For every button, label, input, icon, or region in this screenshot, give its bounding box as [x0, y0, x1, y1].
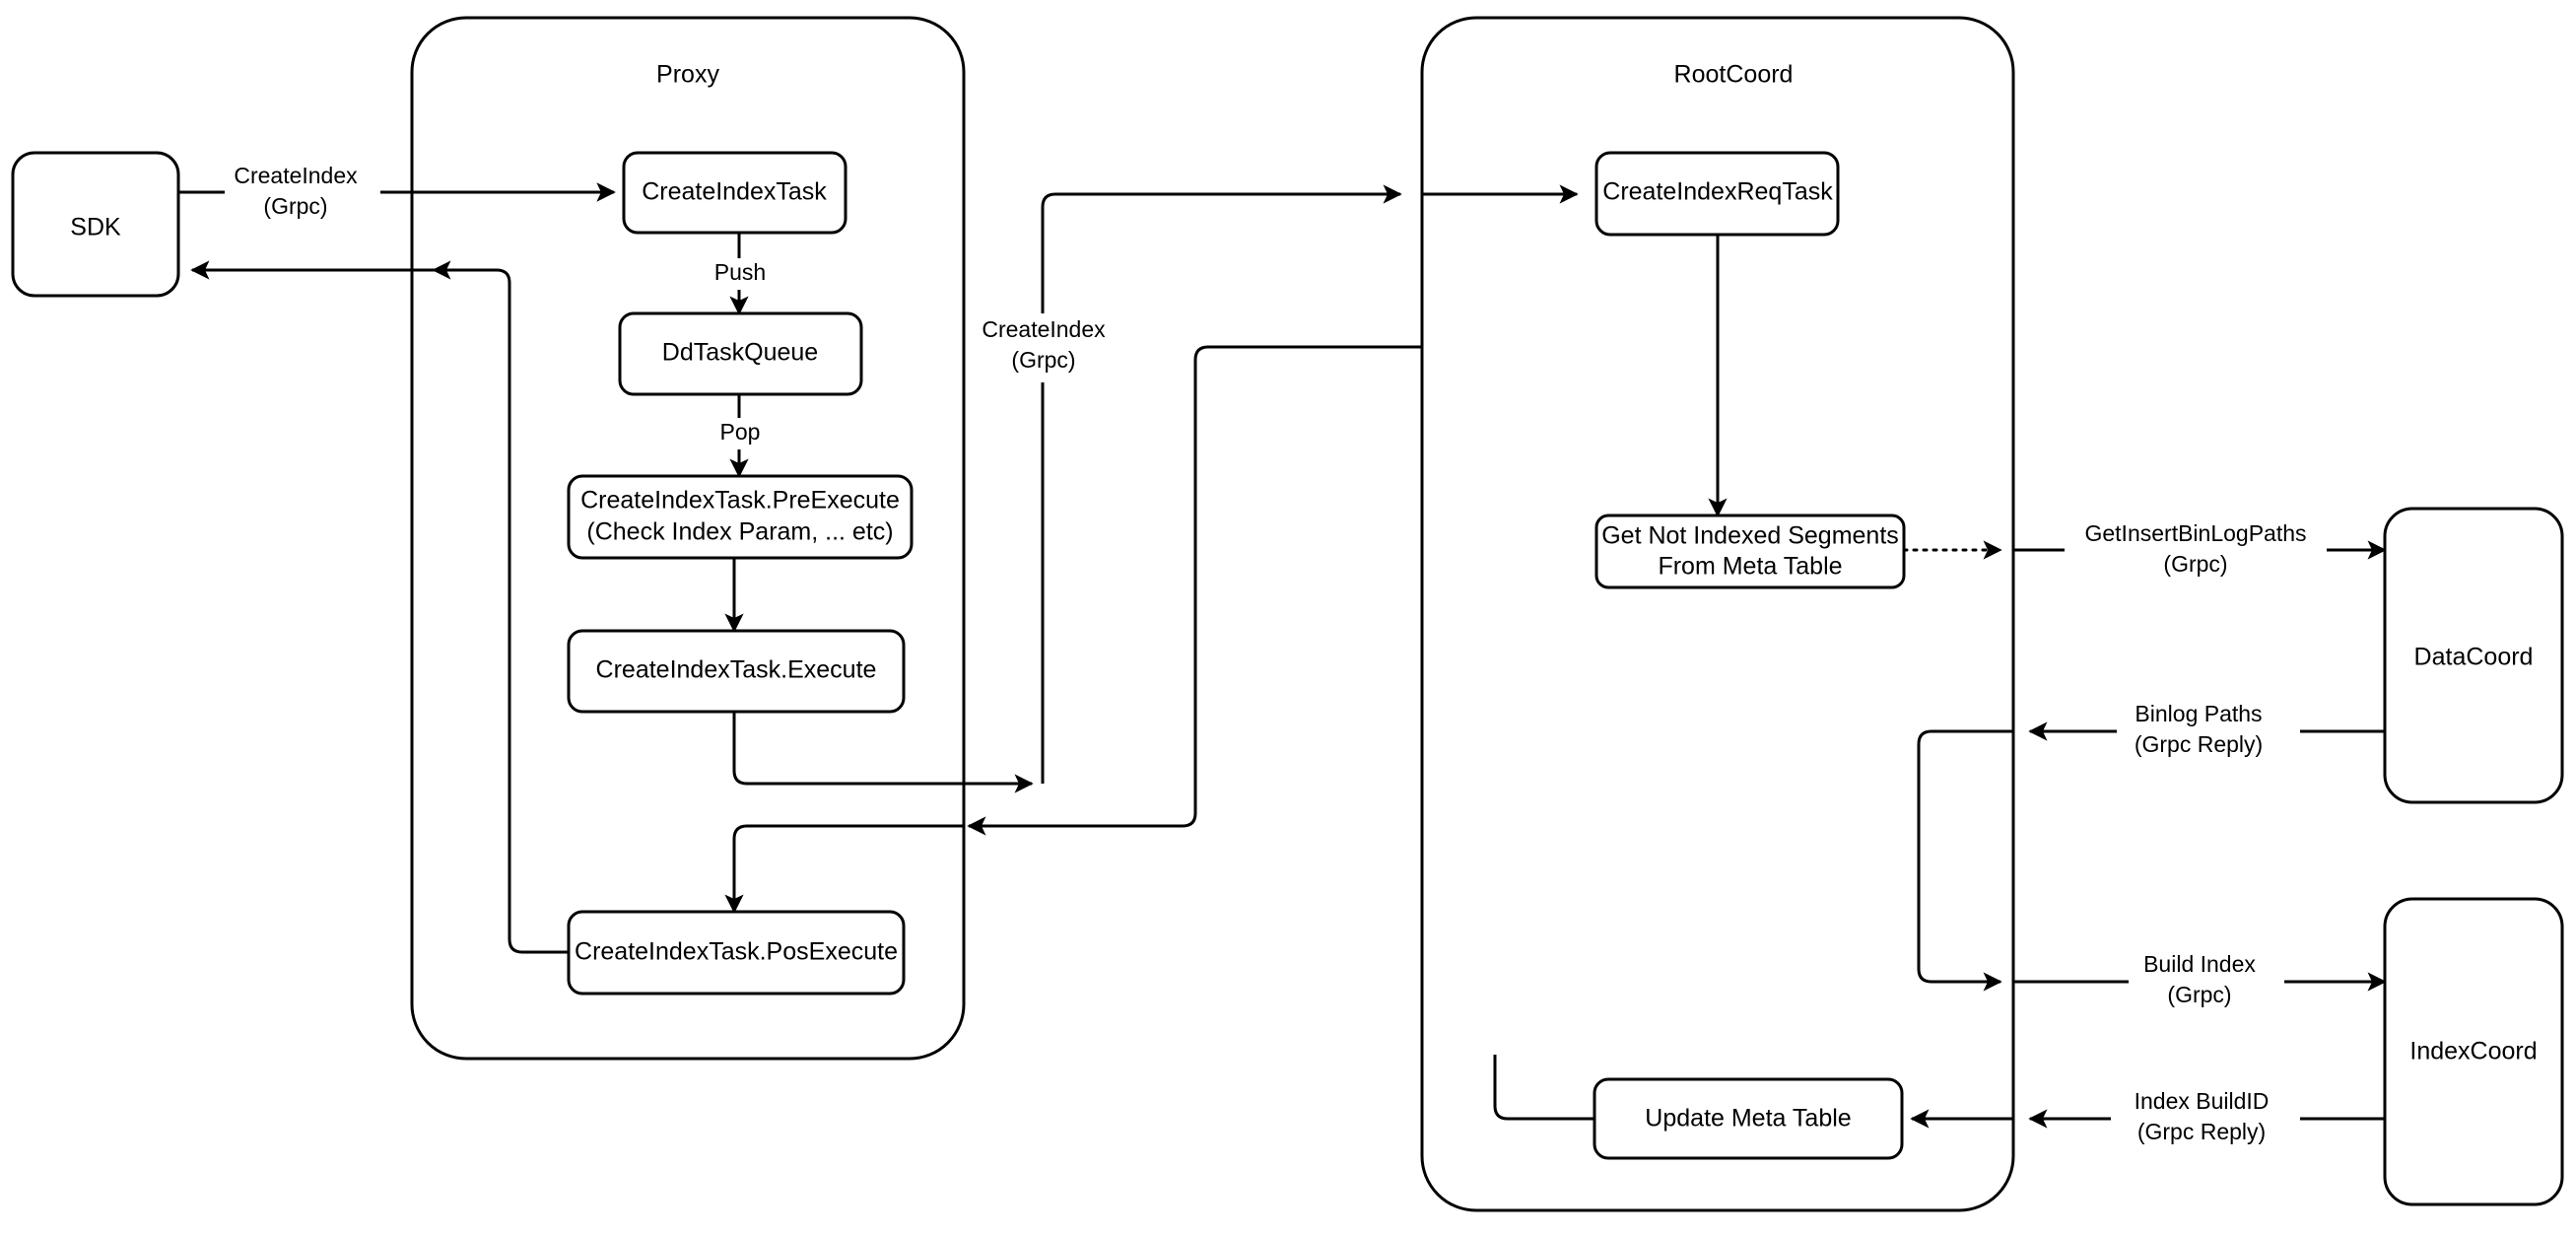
node-execute-box[interactable] [567, 629, 906, 714]
node-sdk-box[interactable] [11, 151, 180, 298]
edge-execute-to-rootcoord [732, 712, 1034, 793]
node-execute-label: CreateIndexTask.Execute [596, 656, 877, 684]
node-sdk-label: SDK [70, 214, 121, 241]
node-posexecute-box[interactable] [567, 910, 906, 996]
node-datacoord[interactable]: DataCoord [2383, 507, 2564, 804]
node-createindextask-preexecute[interactable]: CreateIndexTask.PreExecute (Check Index … [567, 474, 914, 560]
node-createindextask-box[interactable] [622, 151, 847, 235]
edge-label-proxy-createindex-line2: (Grpc) [1011, 347, 1075, 373]
node-preexecute-box[interactable] [567, 474, 914, 560]
node-datacoord-label: DataCoord [2414, 644, 2534, 671]
node-createindextask-execute[interactable]: CreateIndexTask.Execute [567, 629, 906, 714]
edge-label-push: Push [714, 259, 766, 285]
edge-label-binlogpaths-line2: (Grpc Reply) [2135, 731, 2263, 757]
node-createindextask-label: CreateIndexTask [642, 178, 827, 206]
node-preexecute-label-line1: CreateIndexTask.PreExecute [580, 487, 900, 515]
edge-rootcoord-reply-riser [967, 345, 1422, 836]
node-indexcoord-label: IndexCoord [2409, 1038, 2537, 1065]
node-get-not-indexed-segments[interactable]: Get Not Indexed Segments From Meta Table [1594, 514, 1906, 589]
node-ddtaskqueue-label: DdTaskQueue [662, 339, 818, 367]
edge-label-bg-getinsertbinlogpaths [2065, 516, 2327, 585]
edge-label-proxy-createindex-line1: CreateIndex [982, 316, 1106, 342]
edge-posexecute-to-sdk [432, 260, 569, 954]
node-getsegments-label-line1: Get Not Indexed Segments [1601, 522, 1899, 550]
edge-label-binlogpaths-line1: Binlog Paths [2135, 701, 2262, 726]
node-getsegments-label-line2: From Meta Table [1658, 553, 1842, 581]
edge-label-bg-buildindex [2129, 948, 2284, 1017]
container-rootcoord-label: RootCoord [1674, 61, 1794, 89]
edge-label-bg-binlogpaths [2117, 698, 2300, 767]
node-indexcoord-box[interactable] [2383, 897, 2564, 1206]
edge-label-bg-pop [703, 418, 778, 449]
edge-label-bg-sdk-createindex [225, 160, 380, 229]
node-preexecute-label-line2: (Check Index Param, ... etc) [586, 518, 893, 546]
container-proxy-label: Proxy [656, 61, 719, 89]
node-ddtaskqueue-box[interactable] [618, 311, 863, 396]
node-indexcoord[interactable]: IndexCoord [2383, 897, 2564, 1206]
node-update-meta-table[interactable]: Update Meta Table [1593, 1077, 1904, 1160]
edge-label-sdk-createindex-line2: (Grpc) [263, 193, 327, 219]
edge-label-getinsertbinlogpaths-line1: GetInsertBinLogPaths [2084, 520, 2306, 546]
node-datacoord-box[interactable] [2383, 507, 2564, 804]
edge-updatemeta-to-reply [1493, 1055, 1594, 1121]
edge-label-indexbuildid-line2: (Grpc Reply) [2137, 1119, 2266, 1144]
node-createindextask-posexecute[interactable]: CreateIndexTask.PosExecute [567, 910, 906, 996]
node-createindexreqtask-box[interactable] [1594, 151, 1840, 237]
node-createindexreqtask-label: CreateIndexReqTask [1602, 178, 1833, 206]
node-createindexreqtask[interactable]: CreateIndexReqTask [1594, 151, 1840, 237]
edge-label-buildindex-line1: Build Index [2143, 951, 2256, 977]
edge-label-indexbuildid-line1: Index BuildID [2135, 1088, 2270, 1114]
edge-createindex-grpc-riser [1041, 184, 1402, 784]
edge-label-bg-push [697, 258, 783, 290]
node-sdk[interactable]: SDK [11, 151, 180, 298]
node-updatemetatable-box[interactable] [1593, 1077, 1904, 1160]
edge-binlogpaths-to-buildindex-riser [1917, 729, 2013, 992]
edge-label-bg-proxy-createindex [971, 313, 1128, 382]
edge-label-bg-indexbuildid [2111, 1085, 2300, 1154]
node-updatemetatable-label: Update Meta Table [1645, 1105, 1851, 1133]
edge-label-sdk-createindex-line1: CreateIndex [234, 163, 358, 188]
edge-label-buildindex-line2: (Grpc) [2167, 982, 2231, 1007]
node-createindextask[interactable]: CreateIndexTask [622, 151, 847, 235]
container-rootcoord [1420, 16, 2015, 1212]
node-posexecute-label: CreateIndexTask.PosExecute [575, 938, 898, 966]
node-ddtaskqueue[interactable]: DdTaskQueue [618, 311, 863, 396]
node-getsegments-box[interactable] [1594, 514, 1906, 589]
edge-reply-into-posexecute [724, 824, 964, 914]
edge-label-pop: Pop [720, 419, 761, 445]
edge-label-getinsertbinlogpaths-line2: (Grpc) [2163, 551, 2227, 577]
